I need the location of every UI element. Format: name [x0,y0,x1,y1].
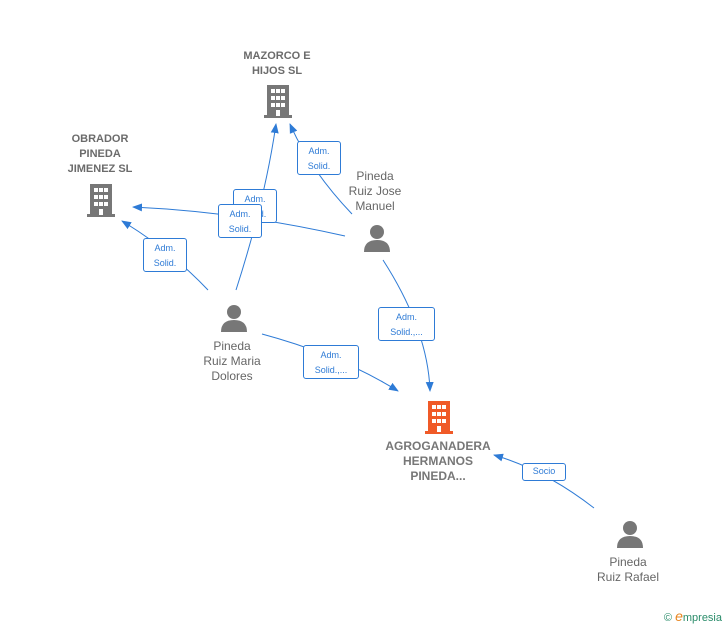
person-icon[interactable] [221,305,247,332]
person-icon[interactable] [617,521,643,548]
brand-name: mpresia [682,612,722,624]
copyright-symbol: © [663,612,673,624]
person-label-rafael[interactable]: Pineda Ruiz Rafael [596,555,660,584]
person-label-jose-manuel[interactable]: Pineda Ruiz Jose Manuel [348,169,402,213]
edge-label-adm-solid-more[interactable]: Adm. Solid.,... [378,307,435,341]
brand-logo-e: e [675,608,683,624]
edge-label-adm-solid[interactable]: Adm. Solid. [297,141,341,175]
company-label-mazorco[interactable]: MAZORCO E HIJOS SL [243,50,311,77]
building-icon[interactable] [87,184,115,217]
person-icon[interactable] [364,225,390,252]
edge-label-adm-solid-more[interactable]: Adm. Solid.,... [303,345,359,379]
brand-footer: © empresia [664,608,722,624]
building-icon[interactable] [264,85,292,118]
building-icon-main[interactable] [425,401,453,434]
edge-label-adm-solid[interactable]: Adm. Solid. [143,238,187,272]
company-label-obrador[interactable]: OBRADOR PINEDA JIMENEZ SL [67,133,133,175]
company-label-agroganadera[interactable]: AGROGANADERA HERMANOS PINEDA... [385,439,491,483]
edge-label-socio[interactable]: Socio [522,463,566,481]
person-label-maria-dolores[interactable]: Pineda Ruiz Maria Dolores [203,339,261,383]
edge-label-adm-solid[interactable]: Adm. Solid. [218,204,262,238]
